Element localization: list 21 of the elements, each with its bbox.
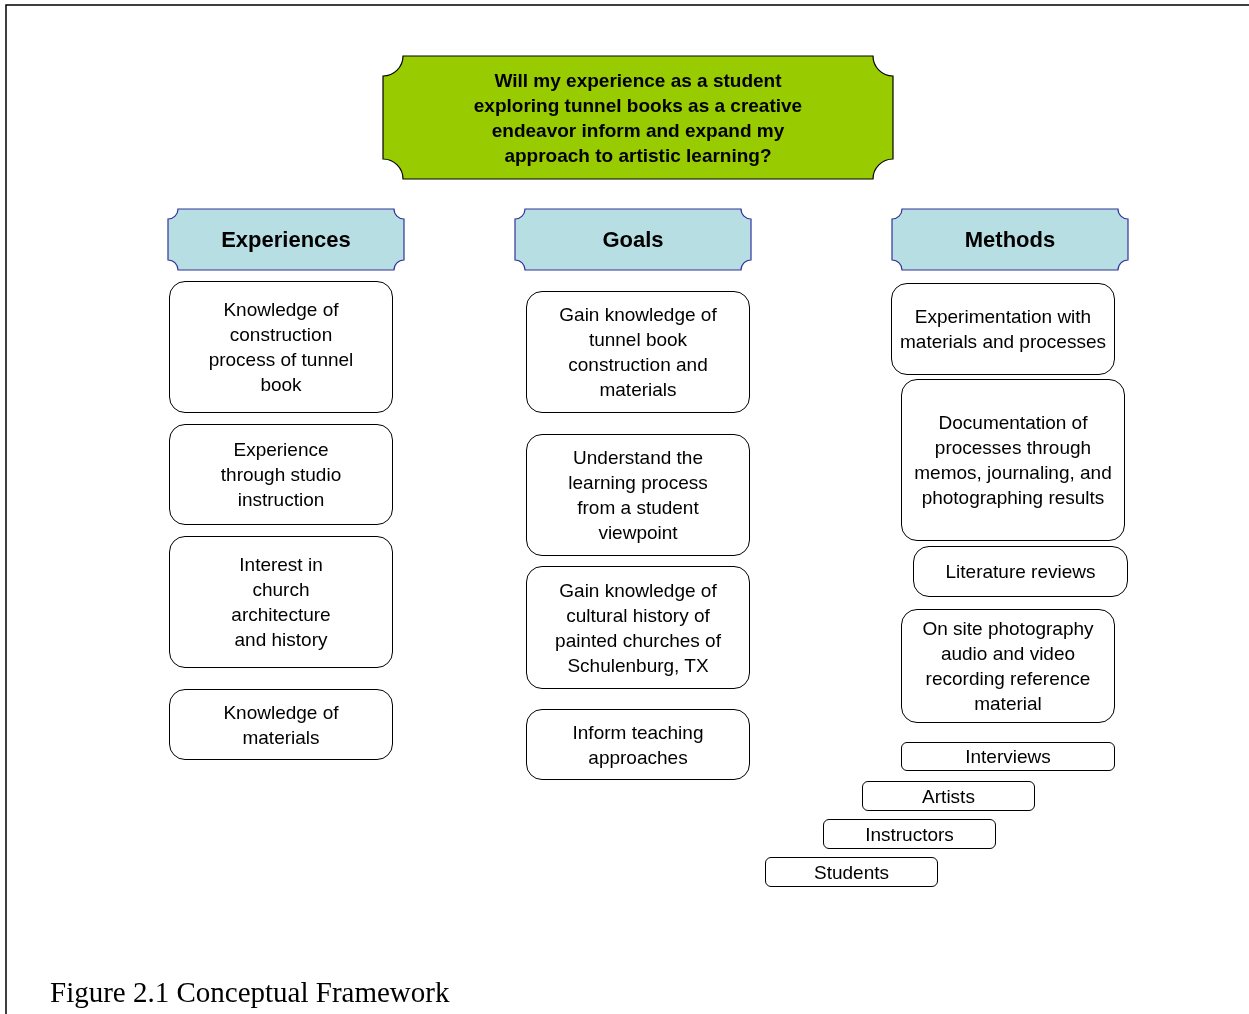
figure-caption: Figure 2.1 Conceptual Framework xyxy=(50,976,450,1009)
column-header: Experiences xyxy=(168,209,404,270)
text-box: Gain knowledge of cultural history of painted churches of Schulenburg, TX xyxy=(526,566,750,689)
text-box: Interest in church architecture and history xyxy=(169,536,393,668)
text-box: Knowledge of materials xyxy=(169,689,393,760)
question-banner: Will my experience as a student exploring tunnel books as a creative endeavor inform and expand my approach to artistic learning? xyxy=(383,56,893,179)
text-box: Students xyxy=(765,857,938,887)
text-box: Experimentation with materials and processes xyxy=(891,283,1115,375)
text-box: Experience through studio instruction xyxy=(169,424,393,525)
column-header: Methods xyxy=(892,209,1128,270)
text-box: Literature reviews xyxy=(913,546,1128,597)
text-box: Documentation of processes through memos, journaling, and photographing results xyxy=(901,379,1125,541)
text-box: Interviews xyxy=(901,742,1115,771)
column-header: Goals xyxy=(515,209,751,270)
text-box: Artists xyxy=(862,781,1035,811)
text-box: Knowledge of construction process of tunnel book xyxy=(169,281,393,413)
text-box: Inform teaching approaches xyxy=(526,709,750,780)
text-box: Understand the learning process from a student viewpoint xyxy=(526,434,750,556)
text-box: Gain knowledge of tunnel book construction and materials xyxy=(526,291,750,413)
text-box: Instructors xyxy=(823,819,996,849)
text-box: On site photography audio and video recording reference material xyxy=(901,609,1115,723)
